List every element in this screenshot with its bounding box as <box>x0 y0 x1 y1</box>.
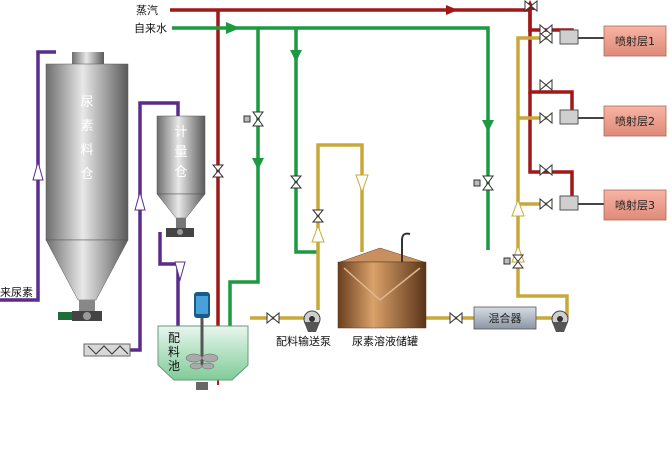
urea-silo-label-3: 料 <box>80 143 93 158</box>
nozzle-icon <box>559 109 604 125</box>
nozzle-icon <box>559 195 604 211</box>
mixing-tank-label-1: 配 <box>168 331 180 345</box>
metering-bin-label-2: 量 <box>174 145 187 160</box>
valve-icon <box>539 197 553 211</box>
valve-icon <box>289 175 303 189</box>
valve-icon <box>211 164 225 178</box>
booster-pump <box>551 310 569 332</box>
valve-icon <box>539 23 553 37</box>
valve-icon <box>449 311 463 325</box>
spray-layer-2: 喷射层2 <box>603 105 667 137</box>
storage-tank-label: 尿素溶液储罐 <box>352 334 418 348</box>
mixing-tank-label-3: 池 <box>168 359 180 373</box>
valve-icon <box>266 311 280 325</box>
valve-icon <box>539 163 553 177</box>
mixer: 混合器 <box>473 306 537 330</box>
agitator-icon <box>185 353 219 370</box>
nozzle-icon <box>559 29 604 45</box>
spray-layer-3-label: 喷射层3 <box>615 198 655 212</box>
mixing-tank: 配 料 池 <box>157 292 249 390</box>
spray-layer-1-label: 喷射层1 <box>615 34 655 48</box>
valve-icon <box>539 78 553 92</box>
storage-tank <box>337 232 427 329</box>
screw-conveyor <box>83 343 131 357</box>
feed-pump <box>303 310 321 332</box>
steam-label: 蒸汽 <box>136 3 158 17</box>
valve-icon <box>473 175 494 191</box>
urea-inlet-label: 来尿素 <box>0 286 33 299</box>
valve-icon <box>539 31 553 45</box>
spray-layer-1: 喷射层1 <box>603 25 667 57</box>
valve-icon <box>311 209 325 223</box>
urea-silo-label-1: 尿 <box>80 95 93 110</box>
metering-bin-label-3: 仓 <box>174 165 187 180</box>
valve-icon <box>243 111 264 127</box>
spray-layer-2-label: 喷射层2 <box>615 114 655 128</box>
water-arrows <box>226 22 494 170</box>
urea-silo-label-2: 素 <box>80 119 93 134</box>
mixer-label: 混合器 <box>489 311 522 325</box>
urea-silo: 尿 素 料 仓 <box>45 52 129 321</box>
feed-pump-label: 配料输送泵 <box>276 334 331 348</box>
solution-arrows <box>311 174 525 263</box>
nozzles <box>559 29 604 211</box>
metering-bin-label-1: 计 <box>174 125 187 140</box>
valves <box>211 0 553 325</box>
urea-silo-label-4: 仓 <box>80 167 93 182</box>
spray-layer-3: 喷射层3 <box>603 189 667 221</box>
urea-arrows <box>32 160 146 211</box>
steam-arrows <box>446 0 535 15</box>
valve-icon <box>503 254 525 269</box>
feeder-icon <box>166 228 194 237</box>
rotary-feeder-icon <box>58 311 102 321</box>
mixing-tank-label-2: 料 <box>168 345 180 359</box>
metering-bin: 计 量 仓 <box>156 115 206 282</box>
valve-icon <box>524 0 538 13</box>
tap-water-label: 自来水 <box>134 22 167 35</box>
valve-icon <box>539 111 553 125</box>
